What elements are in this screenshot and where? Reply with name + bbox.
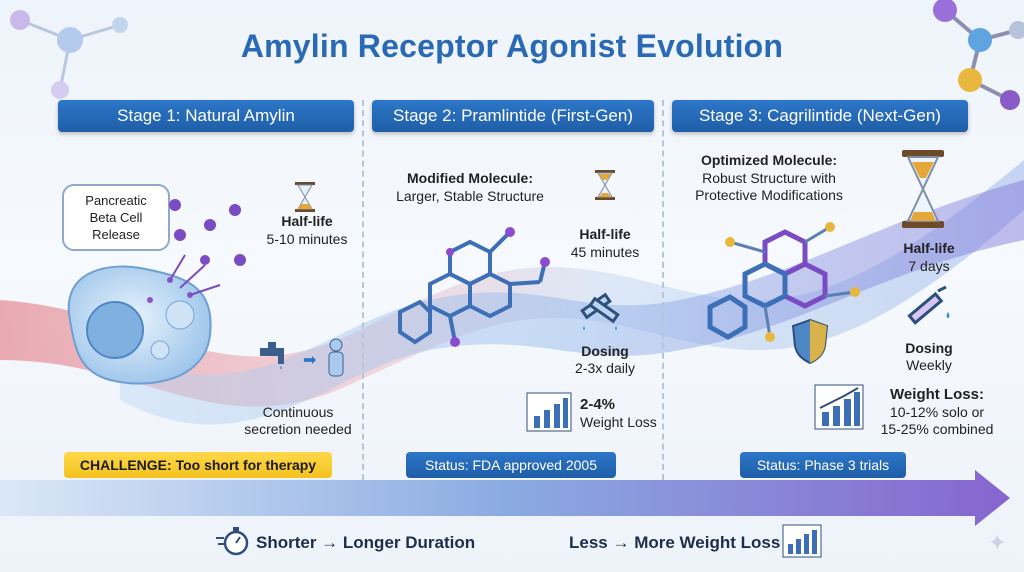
pancreatic-callout: Pancreatic Beta Cell Release <box>62 184 170 251</box>
person-icon <box>328 338 344 377</box>
molecule-desc: Larger, Stable Structure <box>396 188 544 204</box>
amylin-particles <box>169 199 246 266</box>
weight-loss-values: 10-12% solo or 15-25% combined <box>880 404 994 437</box>
arrow-icon: ➡ <box>303 352 317 369</box>
halflife-value: 7 days <box>908 258 950 274</box>
syringe-icon <box>580 292 620 330</box>
duration-axis-label: Shorter → Longer Duration <box>256 533 476 552</box>
weight-axis-label: Less → More Weight Loss <box>569 533 781 552</box>
stage-1-header: Stage 1: Natural Amylin <box>58 100 354 132</box>
continuous-note: Continuous secretion needed <box>244 404 352 437</box>
molecule-title: Optimized Molecule: <box>700 152 838 168</box>
dosing-label: Dosing <box>905 340 953 356</box>
hourglass-icon <box>295 182 315 212</box>
syringe-icon <box>907 286 950 325</box>
page-title: Amylin Receptor Agonist Evolution <box>240 28 784 64</box>
molecule-decoration-right <box>933 0 1024 110</box>
molecule-desc: Robust Structure with Protective Modific… <box>695 170 843 203</box>
molecule-title: Modified Molecule: <box>407 170 533 186</box>
stage-3-status: Status: Phase 3 trials <box>740 452 906 478</box>
faucet-icon <box>260 342 284 369</box>
beta-cell-illustration <box>67 254 221 385</box>
halflife-label: Half-life <box>903 240 955 256</box>
stage-divider <box>362 100 364 480</box>
bar-chart-icon <box>782 524 822 558</box>
stage-2-status: Status: FDA approved 2005 <box>406 452 616 478</box>
hourglass-icon <box>595 170 615 200</box>
hourglass-icon <box>902 150 944 228</box>
stage-divider <box>662 100 664 480</box>
weight-loss-label: Weight Loss <box>580 414 657 430</box>
cagrilintide-molecule <box>707 222 860 342</box>
sparkle-icon: ✦ <box>988 530 1007 555</box>
stopwatch-icon <box>216 527 249 556</box>
stage-2-header: Stage 2: Pramlintide (First-Gen) <box>372 100 654 132</box>
halflife-label: Half-life <box>281 213 333 229</box>
dosing-label: Dosing <box>581 343 629 359</box>
challenge-badge: CHALLENGE: Too short for therapy <box>64 452 332 478</box>
molecule-decoration-left <box>10 10 128 99</box>
shield-icon <box>791 318 829 364</box>
bar-chart-icon <box>526 392 572 432</box>
halflife-value: 45 minutes <box>570 244 640 260</box>
weight-loss-title: Weight Loss: <box>890 386 984 403</box>
pramlintide-molecule <box>398 227 550 347</box>
halflife-label: Half-life <box>579 226 631 242</box>
weight-loss-value: 2-4% <box>580 396 616 413</box>
bar-chart-icon <box>814 384 864 430</box>
halflife-value: 5-10 minutes <box>266 231 348 247</box>
stage-3-header: Stage 3: Cagrilintide (Next-Gen) <box>672 100 968 132</box>
dosing-value: 2-3x daily <box>575 360 635 376</box>
dosing-value: Weekly <box>906 357 952 373</box>
